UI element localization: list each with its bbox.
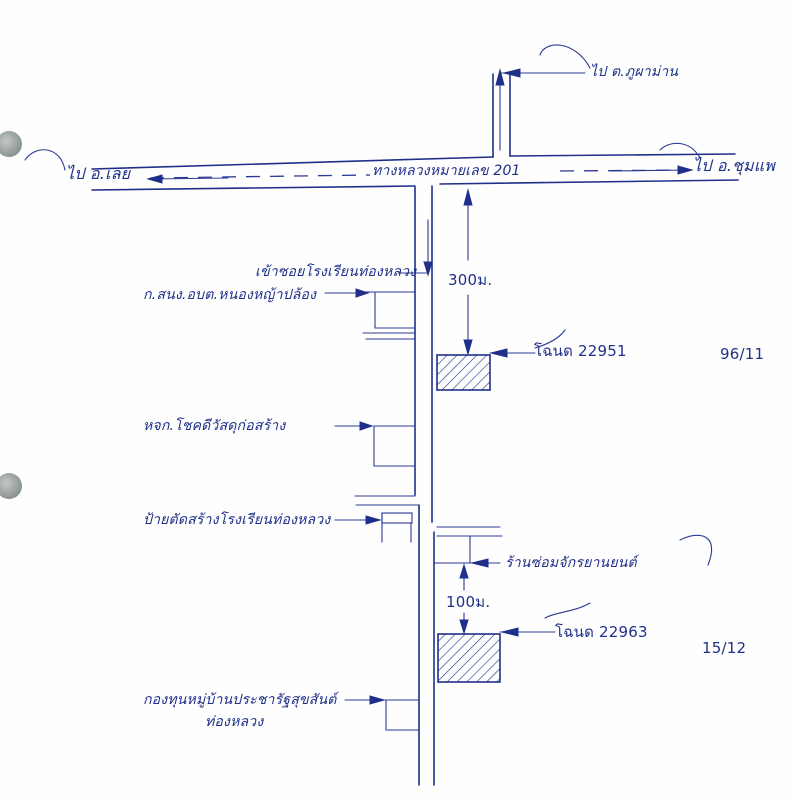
entrance-label: เข้าซอยโรงเรียนท่องหลวง [255,264,417,280]
distance-100-up-arrow-icon [459,563,469,579]
parcel-2-note: 15/12 [702,639,747,657]
north-destination-label: ไป ต.ภูผาม่าน [590,64,679,80]
distance-100-label: 100ม. [446,593,491,611]
north-label-flourish [539,44,591,69]
shop-pointer-arrow-icon [359,421,374,431]
east-destination-label: ไป อ.ชุมแพ [693,156,776,175]
west-label-flourish [24,149,66,171]
parcel-1-plot[interactable] [436,354,491,391]
arrow-north-icon [495,68,505,86]
sao-pointer-arrow-icon [355,288,370,298]
side-road [397,185,435,786]
east-side [433,188,591,683]
parcel-2-label: โฉนด 22963 [555,623,648,641]
arrow-east-shaft [609,169,689,172]
sign-label: ป้ายตัดสร้างโรงเรียนท่องหลวง [143,512,331,528]
center-line-west [149,174,371,179]
parcel-2-pointer-arrow-icon [501,627,519,637]
repair-label-flourish [679,534,713,566]
sign-board [381,512,413,524]
parcel-1-note: 96/11 [720,345,765,363]
main-road-top-edge-west [91,156,494,170]
repair-shop-label: ร้านซ่อมจักรยานยนต์ [505,555,637,571]
arrow-west-icon [146,174,163,184]
parcel-1-pointer-arrow-icon [490,348,508,358]
distance-300-down-arrow-icon [463,339,473,356]
arrow-east-icon [677,165,694,175]
sign-pointer-arrow-icon [365,515,382,525]
parcel-2-flourish [544,602,591,619]
distance-300-up-arrow-icon [463,188,473,206]
binder-hole-top [0,131,22,157]
binder-hole-bottom [0,473,22,499]
shop-label: หจก.โชคดีวัสดุก่อสร้าง [143,418,286,434]
north-pointer-arrow-icon [503,68,521,78]
north-branch-road [492,44,591,158]
parcel-2-plot[interactable] [437,633,501,683]
main-road-bottom-edge-west [91,185,416,191]
west-destination-label: ไป อ.เลย [66,164,131,183]
west-buildings [324,288,420,731]
fund-label-line2: ท่องหลวง [205,714,264,730]
parcel-1-label: โฉนด 22951 [534,342,627,360]
fund-pointer-arrow-icon [369,695,386,705]
distance-300-label: 300ม. [448,271,493,289]
repair-pointer-arrow-icon [471,558,489,568]
parcel-1-flourish [534,329,566,349]
arrow-west-shaft [149,177,229,180]
main-road-label: ทางหลวงหมายเลข 201 [372,163,521,179]
east-label-flourish [659,142,701,159]
sao-office-label: ก.สนง.อบต.หนองหญ้าปล้อง [143,287,317,303]
fund-label-line1: กองทุนหมู่บ้านประชารัฐสุขสันต์ [143,692,337,708]
distance-100-down-arrow-icon [459,619,469,635]
entrance-arrow-icon [423,261,433,277]
main-road-bottom-edge-east [439,179,739,185]
